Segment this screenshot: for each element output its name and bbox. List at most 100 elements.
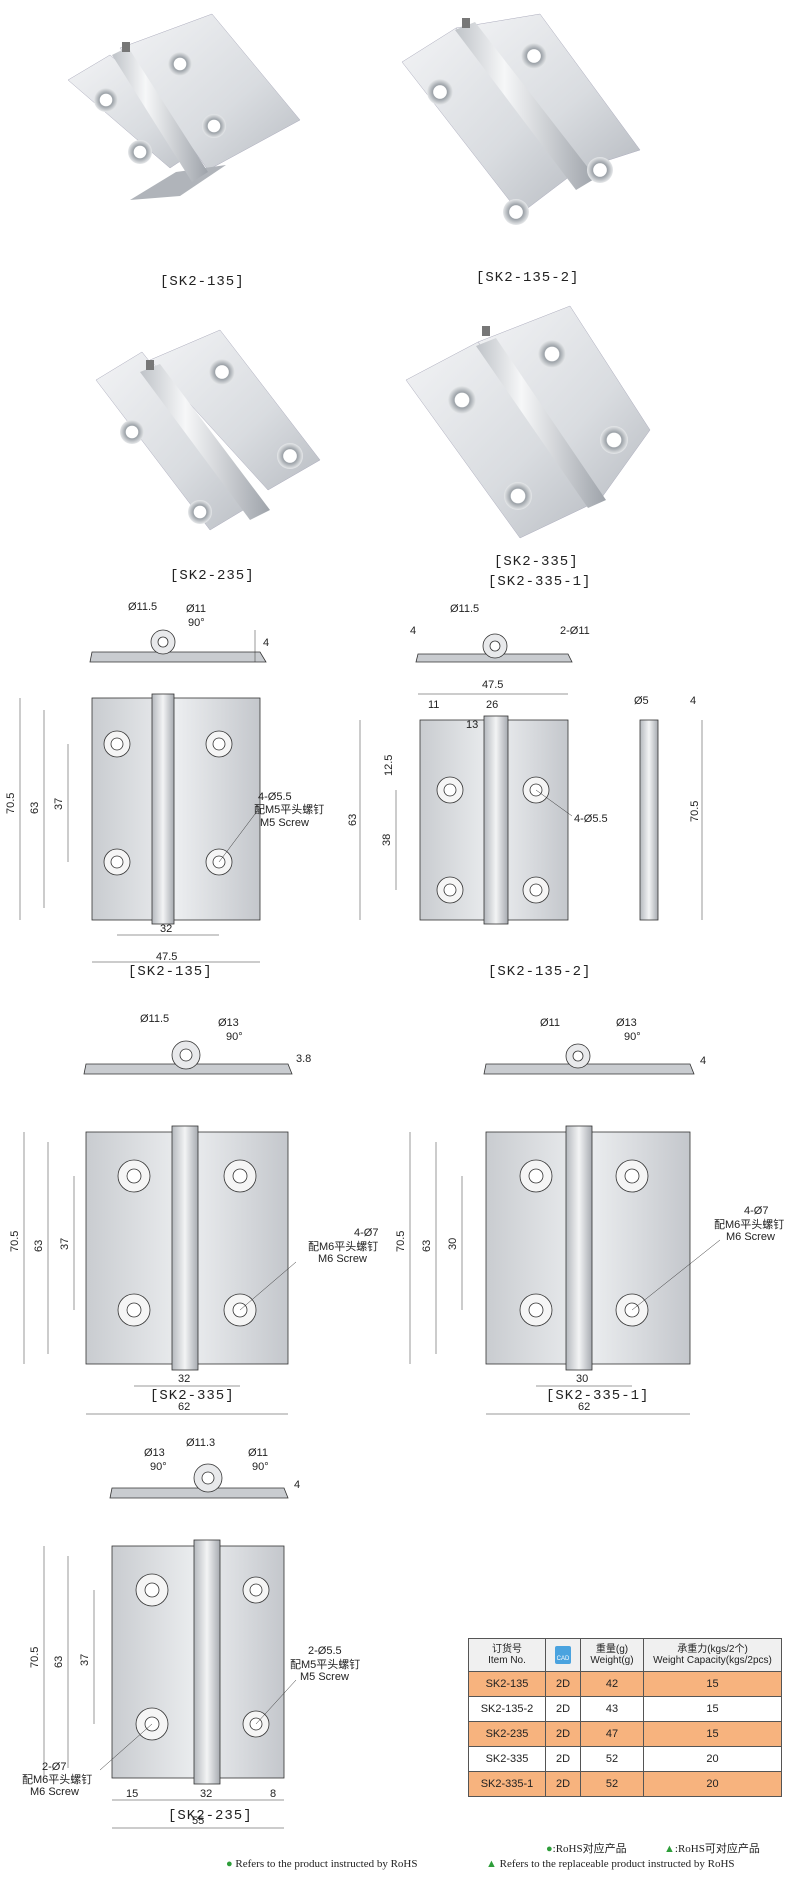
dim5-screw-r-en: M5 Screw xyxy=(300,1671,349,1683)
dim-32: 32 xyxy=(160,923,172,935)
dim5-d11-3: Ø11.3 xyxy=(186,1437,215,1449)
green-dot-icon: ● xyxy=(546,1843,553,1855)
cell-cad[interactable]: 2D xyxy=(545,1696,581,1722)
dim5-screw-r-cn: 配M5平头螺钉 xyxy=(290,1658,360,1671)
dim4-d13: Ø13 xyxy=(616,1017,637,1029)
caption-photo-sk2-335-1: [SK2-335-1] xyxy=(488,574,592,590)
dim2-d5: Ø5 xyxy=(634,695,649,707)
drawing-sk2-135 xyxy=(19,629,267,963)
th-weight-cn: 重量(g) xyxy=(595,1644,629,1655)
cell-weight: 47 xyxy=(580,1721,644,1747)
dim2-hole: 4-Ø5.5 xyxy=(574,813,608,825)
cell-item: SK2-135 xyxy=(468,1671,546,1697)
cell-weight: 42 xyxy=(580,1671,644,1697)
dim5-hole-l: 2-Ø7 xyxy=(42,1761,66,1773)
dim4-62: 62 xyxy=(578,1401,590,1413)
cell-item: SK2-335-1 xyxy=(468,1771,546,1797)
cell-cad[interactable]: 2D xyxy=(545,1721,581,1747)
table-row: SK2-335-1 2D 52 20 xyxy=(468,1771,782,1797)
cell-weight: 43 xyxy=(580,1696,644,1722)
table-row: SK2-135 2D 42 15 xyxy=(468,1671,782,1697)
table-row: SK2-335 2D 52 20 xyxy=(468,1746,782,1772)
photo-sk2-135-2 xyxy=(401,13,641,225)
dim3-hole: 4-Ø7 xyxy=(354,1227,378,1239)
dim3-screw-en: M6 Screw xyxy=(318,1253,367,1265)
dim3-d13: Ø13 xyxy=(218,1017,239,1029)
drawing-sk2-135-2 xyxy=(359,633,703,925)
cell-cad[interactable]: 2D xyxy=(545,1746,581,1772)
legend-rohs-alt: ▲:RoHS可对应产品 xyxy=(664,1843,760,1855)
dim-hole: 4-Ø5.5 xyxy=(258,791,292,803)
dim2-70-5: 70.5 xyxy=(689,801,701,822)
dim-90: 90° xyxy=(188,617,205,629)
th-weight: 重量(g) Weight(g) xyxy=(580,1638,644,1672)
dim4-screw-en: M6 Screw xyxy=(726,1231,775,1243)
dim3-screw-cn: 配M6平头螺钉 xyxy=(308,1240,378,1253)
dim5-4: 4 xyxy=(294,1479,300,1491)
dim3-90: 90° xyxy=(226,1031,243,1043)
dim3-63: 63 xyxy=(33,1240,45,1252)
legend-rohs-alt-en: ▲ Refers to the replaceable product inst… xyxy=(486,1858,735,1870)
dim-d11: Ø11 xyxy=(186,603,206,615)
th-capacity-cn: 承重力(kgs/2个) xyxy=(677,1644,748,1655)
dim3-d11-5: Ø11.5 xyxy=(140,1013,169,1025)
cell-capacity: 15 xyxy=(643,1696,782,1722)
dim4-screw-cn: 配M6平头螺钉 xyxy=(714,1218,784,1231)
caption-draw-sk2-135-2: [SK2-135-2] xyxy=(488,964,592,980)
cell-item: SK2-135-2 xyxy=(468,1696,546,1722)
dim2-4: 4 xyxy=(410,625,416,637)
cell-capacity: 20 xyxy=(643,1746,782,1772)
dim2-11: 11 xyxy=(428,699,439,711)
cell-capacity: 20 xyxy=(643,1771,782,1797)
dim5-55: 55 xyxy=(192,1815,204,1827)
dim5-90a: 90° xyxy=(150,1461,167,1473)
th-cad: CAD xyxy=(545,1638,581,1672)
dim4-30: 30 xyxy=(576,1373,588,1385)
cell-capacity: 15 xyxy=(643,1721,782,1747)
table-header-row: 订货号 Item No. CAD 重量(g) Weight(g) 承重力(kgs… xyxy=(468,1638,782,1672)
dim4-hole: 4-Ø7 xyxy=(744,1205,768,1217)
dim2-4b: 4 xyxy=(690,695,696,707)
legend-rohs-en: ● Refers to the product instructed by Ro… xyxy=(226,1858,418,1870)
cell-cad[interactable]: 2D xyxy=(545,1771,581,1797)
caption-photo-sk2-335: [SK2-335] xyxy=(494,554,579,570)
dim3-37: 37 xyxy=(59,1238,71,1250)
cad-file-icon: CAD xyxy=(555,1646,571,1664)
dim4-d11: Ø11 xyxy=(540,1017,560,1029)
dim5-8: 8 xyxy=(270,1788,276,1800)
dim-screw-en: M5 Screw xyxy=(260,817,309,829)
dim3-62: 62 xyxy=(178,1401,190,1413)
dim5-90b: 90° xyxy=(252,1461,269,1473)
cell-item: SK2-335 xyxy=(468,1746,546,1772)
dim3-3-8: 3.8 xyxy=(296,1053,311,1065)
caption-draw-sk2-335-1: [SK2-335-1] xyxy=(546,1388,650,1404)
dim5-15: 15 xyxy=(126,1788,138,1800)
dim2-d11-5: Ø11.5 xyxy=(450,603,479,615)
cell-weight: 52 xyxy=(580,1771,644,1797)
table-row: SK2-135-2 2D 43 15 xyxy=(468,1696,782,1722)
cell-cad[interactable]: 2D xyxy=(545,1671,581,1697)
dim5-screw-l-cn: 配M6平头螺钉 xyxy=(22,1773,92,1786)
dim2-12-5: 12.5 xyxy=(383,755,395,776)
th-item-en: Item No. xyxy=(488,1655,526,1666)
caption-photo-sk2-135-2: [SK2-135-2] xyxy=(476,270,580,286)
drawing-sk2-235 xyxy=(43,1463,297,1829)
th-item-cn: 订货号 xyxy=(492,1644,522,1655)
photo-sk2-335 xyxy=(405,305,651,539)
dim4-4: 4 xyxy=(700,1055,706,1067)
dim4-63: 63 xyxy=(421,1240,433,1252)
dim5-32: 32 xyxy=(200,1788,212,1800)
dim-70-5: 70.5 xyxy=(5,793,17,814)
dim-screw-cn: 配M5平头螺钉 xyxy=(254,803,324,816)
caption-draw-sk2-235: [SK2-235] xyxy=(168,1808,253,1824)
dim5-d13: Ø13 xyxy=(144,1447,165,1459)
dim2-63: 63 xyxy=(347,814,359,826)
green-triangle-icon: ▲ xyxy=(664,1843,675,1855)
cell-weight: 52 xyxy=(580,1746,644,1772)
dim5-d11: Ø11 xyxy=(248,1447,268,1459)
dim4-70-5: 70.5 xyxy=(395,1231,407,1252)
dim-37: 37 xyxy=(53,798,65,810)
th-capacity: 承重力(kgs/2个) Weight Capacity(kgs/2pcs) xyxy=(643,1638,782,1672)
dim5-70-5: 70.5 xyxy=(29,1647,41,1668)
dim-d11-5: Ø11.5 xyxy=(128,601,157,613)
